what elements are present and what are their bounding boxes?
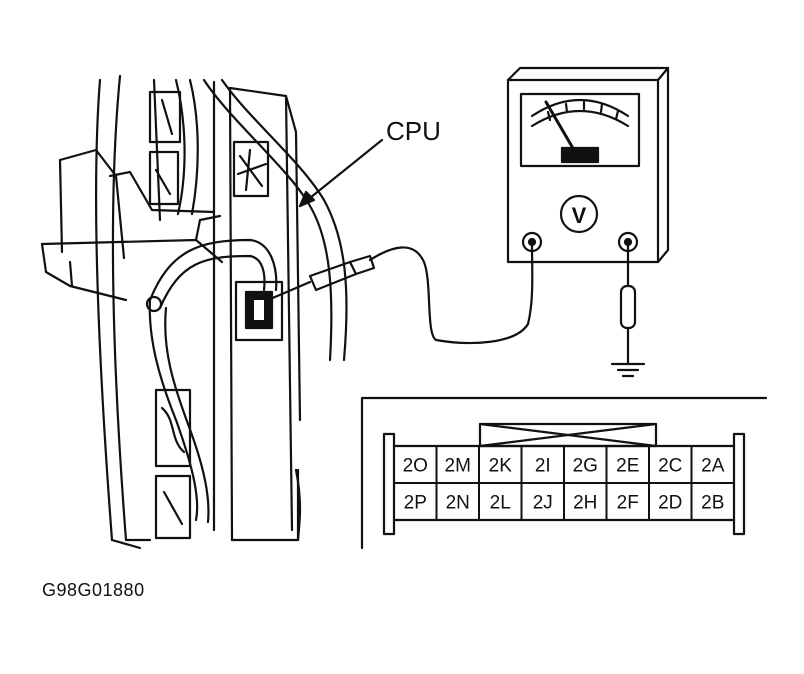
cpu-unit <box>212 80 302 542</box>
voltmeter <box>506 66 670 264</box>
terminal-cell <box>690 482 735 521</box>
terminal-label: 2I <box>535 456 551 477</box>
terminal-label: 2A <box>701 456 725 477</box>
connector-terminal-grid: 2O 2M 2K 2I 2G 2E 2C 2A 2P 2N 2L 2J 2H 2F 2D 2B <box>393 445 735 521</box>
terminal-label: 2G <box>573 456 598 477</box>
wire-harness <box>145 78 348 524</box>
cpu-pointer-arrow <box>298 138 384 208</box>
terminal-label: 2C <box>658 456 682 477</box>
terminal-label: 2O <box>403 456 428 477</box>
figure-id: G98G01880 <box>42 580 145 600</box>
positive-test-lead <box>368 242 534 345</box>
cpu-pointer-arrowhead <box>298 190 316 208</box>
cpu-label: CPU <box>386 116 441 146</box>
connector-view-frame <box>360 396 768 550</box>
terminal-label: 2D <box>658 493 682 514</box>
terminal-label: 2E <box>616 456 639 477</box>
terminal-label: 2K <box>489 456 513 477</box>
vehicle-body-panel <box>40 74 224 550</box>
test-probe <box>266 254 376 302</box>
voltage-symbol-ring <box>559 194 599 234</box>
terminal-label: 2F <box>617 493 639 514</box>
terminal-label: 2L <box>490 493 511 514</box>
terminal-label: 2J <box>533 493 553 514</box>
terminal-label: 2P <box>404 493 427 514</box>
terminal-label: 2N <box>446 493 470 514</box>
terminal-label: 2B <box>701 493 724 514</box>
ground-symbol <box>610 362 646 378</box>
voltmeter-symbol: V <box>572 203 587 228</box>
terminal-label: 2M <box>445 456 471 477</box>
terminal-label: 2H <box>573 493 597 514</box>
